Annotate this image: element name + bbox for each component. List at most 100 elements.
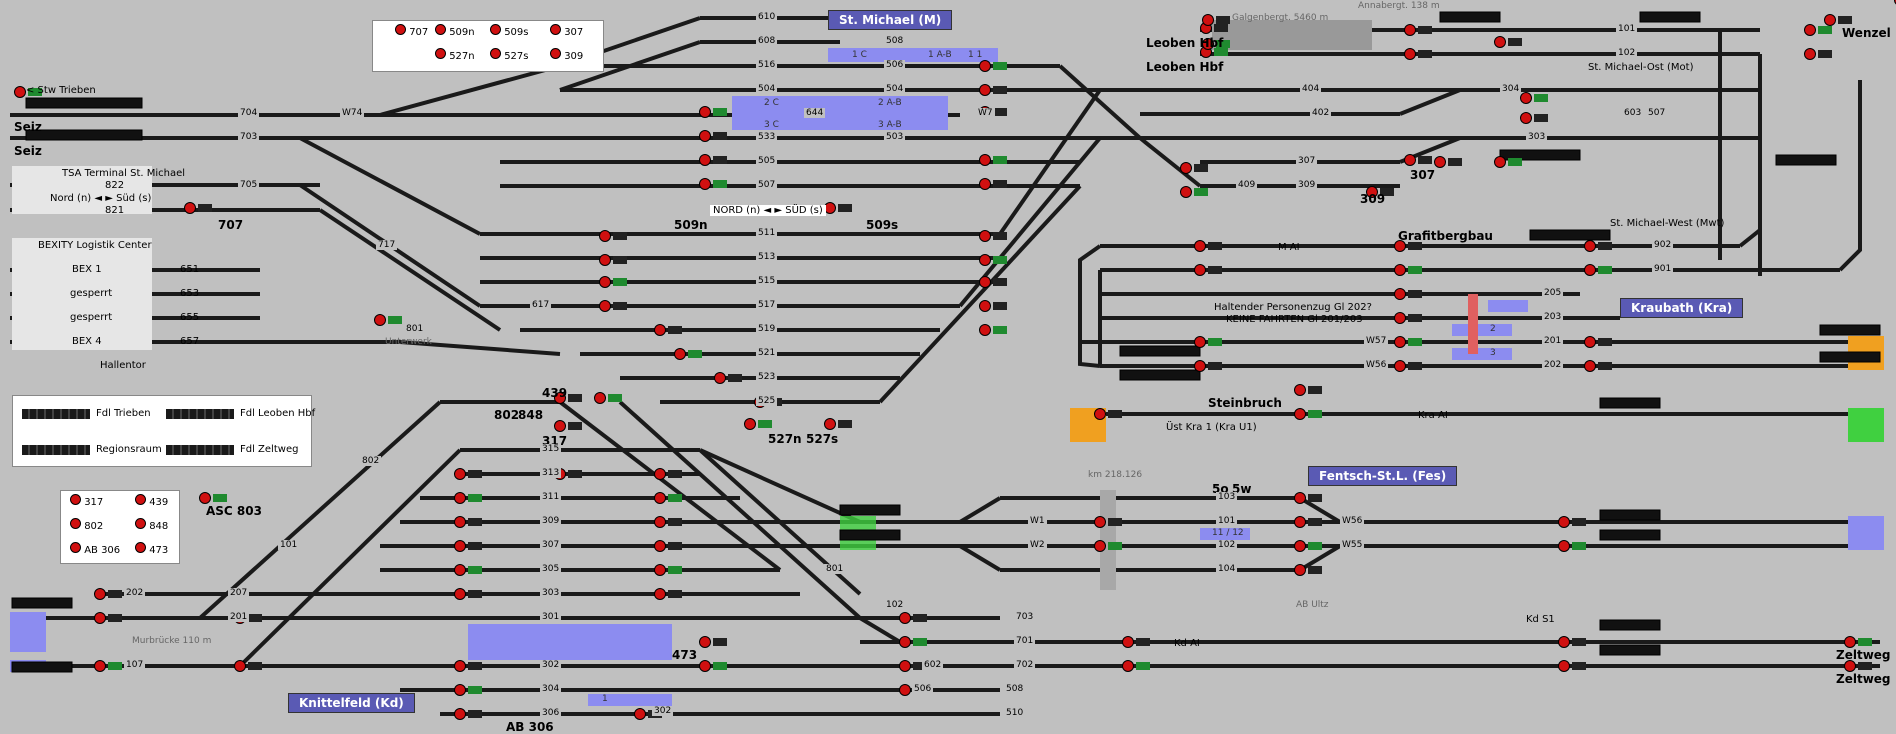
signal-93[interactable] xyxy=(655,565,666,576)
signal-53[interactable] xyxy=(1295,385,1306,396)
signal-109[interactable] xyxy=(1405,155,1416,166)
signal-90[interactable] xyxy=(655,493,666,504)
signal-56[interactable] xyxy=(1095,517,1106,528)
signal-17[interactable] xyxy=(700,155,711,166)
signal-23[interactable] xyxy=(655,325,666,336)
signal-75[interactable] xyxy=(200,493,211,504)
signal-13[interactable] xyxy=(1805,49,1816,60)
signal-84[interactable] xyxy=(455,565,466,576)
signal-67[interactable] xyxy=(1845,661,1856,672)
signal-31[interactable] xyxy=(980,179,991,190)
signal-113[interactable] xyxy=(1203,15,1214,26)
signal-107[interactable] xyxy=(1181,163,1192,174)
signal-43[interactable] xyxy=(1395,289,1406,300)
signal-10[interactable] xyxy=(1405,25,1416,36)
signal-86[interactable] xyxy=(455,661,466,672)
signal-115[interactable] xyxy=(1495,37,1506,48)
signal-47[interactable] xyxy=(1585,241,1596,252)
signal-72[interactable] xyxy=(95,661,106,672)
signal-112[interactable] xyxy=(1521,113,1532,124)
signal-78[interactable] xyxy=(595,393,606,404)
signal-51[interactable] xyxy=(1495,157,1506,168)
signal-82[interactable] xyxy=(455,517,466,528)
signal-16[interactable] xyxy=(700,131,711,142)
signal-89[interactable] xyxy=(655,469,666,480)
signal-71[interactable] xyxy=(95,613,106,624)
signal-34[interactable] xyxy=(980,277,991,288)
signal-116[interactable] xyxy=(1825,15,1836,26)
signal-37[interactable] xyxy=(1195,241,1206,252)
signal-104[interactable] xyxy=(185,203,196,214)
signal-20[interactable] xyxy=(600,255,611,266)
signal-12[interactable] xyxy=(1805,25,1816,36)
signal-80[interactable] xyxy=(455,469,466,480)
station-knittelfeld[interactable]: Knittelfeld (Kd) xyxy=(288,693,415,713)
signal-81[interactable] xyxy=(455,493,466,504)
signal-99[interactable] xyxy=(900,637,911,648)
signal-102[interactable] xyxy=(745,419,756,430)
station-kraubath[interactable]: Kraubath (Kra) xyxy=(1620,298,1743,318)
station-fentsch[interactable]: Fentsch-St.L. (Fes) xyxy=(1308,466,1457,486)
signal-64[interactable] xyxy=(1559,637,1570,648)
signal-44[interactable] xyxy=(1395,313,1406,324)
signal-32[interactable] xyxy=(980,231,991,242)
signal-91[interactable] xyxy=(655,517,666,528)
signal-42[interactable] xyxy=(1395,265,1406,276)
signal-57[interactable] xyxy=(1095,541,1106,552)
signal-74[interactable] xyxy=(235,661,246,672)
signal-70[interactable] xyxy=(95,589,106,600)
signal-24[interactable] xyxy=(675,349,686,360)
signal-22[interactable] xyxy=(600,301,611,312)
signal-30[interactable] xyxy=(980,155,991,166)
signal-45[interactable] xyxy=(1395,337,1406,348)
signal-66[interactable] xyxy=(1845,637,1856,648)
signal-49[interactable] xyxy=(1585,337,1596,348)
signal-77[interactable] xyxy=(555,421,566,432)
signal-39[interactable] xyxy=(1195,337,1206,348)
station-st-michael[interactable]: St. Michael (M) xyxy=(828,10,952,30)
signal-88[interactable] xyxy=(455,709,466,720)
signal-59[interactable] xyxy=(1295,517,1306,528)
signal-18[interactable] xyxy=(700,179,711,190)
signal-92[interactable] xyxy=(655,541,666,552)
signal-87[interactable] xyxy=(455,685,466,696)
signal-60[interactable] xyxy=(1295,541,1306,552)
signal-105[interactable] xyxy=(375,315,386,326)
signal-85[interactable] xyxy=(455,589,466,600)
signal-46[interactable] xyxy=(1395,361,1406,372)
signal-52[interactable] xyxy=(1435,157,1446,168)
signal-58[interactable] xyxy=(1295,493,1306,504)
signal-25[interactable] xyxy=(715,373,726,384)
signal-63[interactable] xyxy=(1559,541,1570,552)
signal-33[interactable] xyxy=(980,255,991,266)
signal-96[interactable] xyxy=(700,661,711,672)
signal-48[interactable] xyxy=(1585,265,1596,276)
signal-101[interactable] xyxy=(900,685,911,696)
signal-40[interactable] xyxy=(1195,361,1206,372)
signal-36[interactable] xyxy=(980,325,991,336)
signal-54[interactable] xyxy=(1295,409,1306,420)
signal-98[interactable] xyxy=(900,613,911,624)
signal-15[interactable] xyxy=(700,107,711,118)
signal-28[interactable] xyxy=(980,85,991,96)
signal-100[interactable] xyxy=(900,661,911,672)
signal-97[interactable] xyxy=(635,709,646,720)
signal-62[interactable] xyxy=(1559,517,1570,528)
signal-95[interactable] xyxy=(700,637,711,648)
signal-111[interactable] xyxy=(1521,93,1532,104)
signal-38[interactable] xyxy=(1195,265,1206,276)
signal-68[interactable] xyxy=(1123,637,1134,648)
signal-0[interactable] xyxy=(15,87,26,98)
signal-106[interactable] xyxy=(825,203,836,214)
signal-61[interactable] xyxy=(1295,565,1306,576)
signal-11[interactable] xyxy=(1405,49,1416,60)
signal-55[interactable] xyxy=(1095,409,1106,420)
signal-94[interactable] xyxy=(655,589,666,600)
signal-83[interactable] xyxy=(455,541,466,552)
signal-103[interactable] xyxy=(825,419,836,430)
signal-108[interactable] xyxy=(1181,187,1192,198)
signal-35[interactable] xyxy=(980,301,991,312)
signal-69[interactable] xyxy=(1123,661,1134,672)
signal-27[interactable] xyxy=(980,61,991,72)
signal-19[interactable] xyxy=(600,231,611,242)
